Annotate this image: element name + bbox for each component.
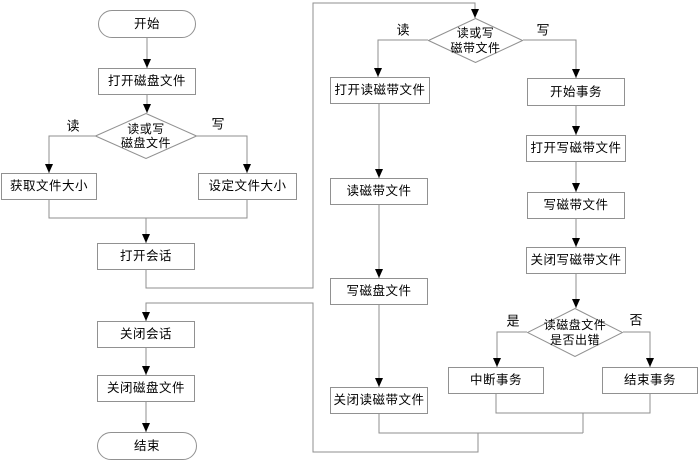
node-label: 打开写磁带文件	[530, 141, 622, 156]
node-begin-transaction: 开始事务	[527, 78, 625, 106]
edge-label-error-no: 否	[628, 312, 644, 328]
node-open-write-tape-file: 打开写磁带文件	[526, 135, 626, 162]
edge-label-disk-read: 读	[65, 118, 81, 134]
decision-disk-read-write: 读或写 磁盘文件	[95, 113, 197, 159]
edge-label-tape-read: 读	[395, 22, 411, 38]
node-get-file-size: 获取文件大小	[1, 173, 97, 200]
node-label: 读磁带文件	[346, 184, 412, 199]
edge-label-tape-write: 写	[535, 22, 551, 38]
node-label: 结束	[133, 438, 160, 453]
edge-set-size-merge	[146, 200, 248, 219]
node-end-transaction: 结束事务	[602, 367, 698, 394]
node-label: 结束事务	[623, 373, 676, 388]
decision-read-disk-error: 读磁盘文件 是否出错	[527, 308, 623, 357]
decision-text: 读或写 磁带文件	[450, 26, 501, 55]
edge-close-read-tape-merge	[378, 414, 583, 434]
node-start: 开始	[98, 10, 196, 38]
diamond-icon	[95, 113, 197, 159]
node-label: 获取文件大小	[9, 179, 88, 194]
node-label: 打开读磁带文件	[334, 83, 426, 98]
node-abort-transaction: 中断事务	[448, 367, 544, 394]
node-label: 关闭会话	[119, 327, 172, 342]
node-open-disk-file: 打开磁盘文件	[98, 68, 196, 95]
node-label: 关闭写磁带文件	[530, 253, 622, 268]
edge-tape-read-branch	[374, 39, 428, 77]
node-end: 结束	[97, 432, 197, 460]
edge-return-to-close-session	[142, 302, 479, 453]
node-close-read-tape-file: 关闭读磁带文件	[330, 387, 428, 414]
edge-error-no-branch	[623, 331, 654, 367]
node-label: 中断事务	[469, 373, 522, 388]
node-label: 打开磁盘文件	[107, 74, 186, 89]
node-close-disk-file: 关闭磁盘文件	[97, 375, 195, 402]
node-close-write-tape-file: 关闭写磁带文件	[526, 247, 626, 274]
node-label: 关闭磁盘文件	[106, 381, 185, 396]
node-label: 关闭读磁带文件	[333, 393, 425, 408]
edge-get-size-merge	[48, 200, 146, 219]
node-write-disk-file: 写磁盘文件	[330, 278, 428, 305]
diamond-icon	[428, 18, 523, 63]
decision-text: 读磁盘文件 是否出错	[543, 318, 607, 347]
edge-open-session-to-tape-decision	[145, 2, 479, 289]
edge-error-yes-branch	[493, 331, 527, 367]
edge-label-disk-write: 写	[210, 116, 226, 132]
node-label: 开始事务	[549, 84, 602, 99]
edge-label-error-yes: 是	[505, 313, 521, 329]
node-open-session: 打开会话	[97, 243, 195, 270]
edge-disk-read-branch	[45, 135, 95, 173]
node-label: 写磁带文件	[543, 198, 609, 213]
node-label: 开始	[133, 16, 160, 31]
node-open-read-tape-file: 打开读磁带文件	[330, 77, 430, 104]
decision-tape-read-write: 读或写 磁带文件	[428, 18, 523, 63]
decision-text: 读或写 磁盘文件	[120, 121, 171, 150]
node-write-tape-file: 写磁带文件	[527, 192, 625, 219]
diamond-icon	[527, 308, 623, 357]
node-read-tape-file: 读磁带文件	[330, 178, 428, 205]
edge-tape-write-branch	[523, 39, 580, 78]
node-label: 设定文件大小	[208, 179, 287, 194]
node-set-file-size: 设定文件大小	[198, 173, 297, 200]
edge-disk-write-branch	[197, 135, 251, 173]
node-label: 写磁盘文件	[346, 284, 412, 299]
node-close-session: 关闭会话	[97, 321, 195, 348]
edge-transaction-merge	[495, 394, 651, 414]
node-label: 打开会话	[119, 249, 172, 264]
